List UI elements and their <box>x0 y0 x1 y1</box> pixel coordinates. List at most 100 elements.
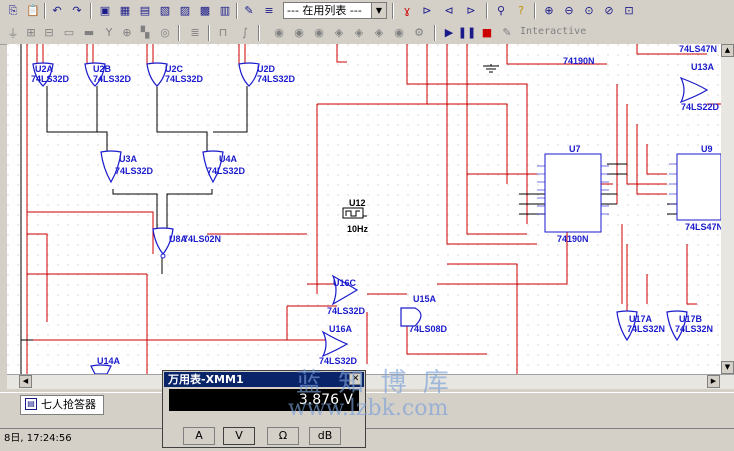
label-u2b-part: 74LS32D <box>93 74 132 84</box>
schematic-labels: U2A 74LS32D U2B 74LS32D U2C 74LS32D U2D … <box>7 44 724 374</box>
multimeter-title-bar[interactable]: 万用表-XMM1 ✕ <box>164 372 364 387</box>
voltmeter-mode-button[interactable]: V <box>223 427 255 445</box>
label-u3a: U3A <box>119 154 138 164</box>
label-u17a: U17A <box>629 314 653 324</box>
toolbar-separator <box>392 3 394 19</box>
measure-icon[interactable]: ⊲ <box>444 4 454 17</box>
indicator-icon[interactable]: ▬ <box>83 26 95 39</box>
run-icon[interactable]: ▶ <box>444 26 454 39</box>
zoom-fit-icon[interactable]: ⊘ <box>604 4 614 17</box>
copy-icon[interactable]: ⎘ <box>8 3 18 17</box>
stop-icon[interactable]: ■ <box>481 26 493 39</box>
multimeter-window[interactable]: 万用表-XMM1 ✕ 3.876 V A V Ω dB <box>162 370 366 448</box>
view-1-icon[interactable]: ▣ <box>99 4 111 17</box>
label-u17b-part: 74LS32N <box>675 324 714 334</box>
view-4-icon[interactable]: ▧ <box>159 4 171 17</box>
analysis-icon[interactable]: ⊳ <box>466 4 476 17</box>
zoom-out-icon[interactable]: ⊖ <box>564 4 574 17</box>
toolbar-separator <box>44 3 46 19</box>
oscilloscope-icon[interactable]: ◈ <box>334 26 344 39</box>
chevron-down-icon[interactable]: ▼ <box>371 3 386 18</box>
ammeter-mode-button[interactable]: A <box>183 427 215 445</box>
wattmeter-icon[interactable]: ◉ <box>314 26 324 39</box>
label-u15a: U15A <box>413 294 437 304</box>
toolbar-separator <box>236 3 238 19</box>
schematic-canvas[interactable]: U2A 74LS32D U2B 74LS32D U2C 74LS32D U2D … <box>7 44 734 374</box>
source-icon[interactable]: ⊞ <box>26 26 36 39</box>
in-use-list-select[interactable]: --- 在用列表 --- ▼ <box>283 2 387 19</box>
subcircuit-icon[interactable]: ∫ <box>242 26 248 39</box>
scroll-up-icon[interactable]: ▲ <box>721 44 734 57</box>
misc-icon[interactable]: ▭ <box>63 26 75 39</box>
label-u16a: U16A <box>329 324 353 334</box>
decibel-mode-button[interactable]: dB <box>309 427 341 445</box>
view-6-icon[interactable]: ▩ <box>199 4 211 17</box>
toolbar-separator <box>534 3 536 19</box>
multimeter-title: 万用表-XMM1 <box>168 373 244 386</box>
bode-plotter-icon[interactable]: ◈ <box>354 26 364 39</box>
power-icon[interactable]: ◎ <box>160 26 170 39</box>
label-u8a: U8A <box>169 234 188 244</box>
zoom-area-icon[interactable]: ⊙ <box>584 4 594 17</box>
view-5-icon[interactable]: ▨ <box>179 4 191 17</box>
label-u7: U7 <box>569 144 581 154</box>
status-text: 8日, 17:24:56 <box>4 433 72 444</box>
full-screen-icon[interactable]: ⊡ <box>624 4 634 17</box>
label-u12-freq: 10Hz <box>347 224 369 234</box>
transistor-icon[interactable]: ▚ <box>140 26 150 39</box>
label-u16a-part: 74LS32D <box>319 356 358 366</box>
close-icon[interactable]: ✕ <box>349 373 362 385</box>
scroll-right-icon[interactable]: ▶ <box>707 375 720 388</box>
pause-icon[interactable]: ❚❚ <box>457 26 477 39</box>
hierarchy-icon[interactable]: ⊓ <box>218 26 228 39</box>
probe-icon[interactable]: ɣ <box>403 4 411 17</box>
gate-icon[interactable]: Y <box>105 26 113 39</box>
label-u17a-part: 74LS32N <box>627 324 666 334</box>
tab-seven-person-quiz[interactable]: ▤ 七人抢答器 <box>20 395 104 415</box>
scroll-left-icon[interactable]: ◀ <box>19 375 32 388</box>
redo-icon[interactable]: ↷ <box>72 4 82 17</box>
word-gen-icon[interactable]: ◉ <box>394 26 404 39</box>
label-u15a-part: 74LS08D <box>409 324 448 334</box>
view-2-icon[interactable]: ▦ <box>119 4 131 17</box>
basic-icon[interactable]: ⊟ <box>44 26 54 39</box>
help-icon[interactable]: ? <box>518 4 524 17</box>
watermark-url: www.lzbk.com <box>288 396 449 421</box>
simulation-mode-label: Interactive <box>520 26 587 37</box>
label-u2d-part: 74LS32D <box>257 74 296 84</box>
label-u17b: U17B <box>679 314 703 324</box>
in-use-list-value: --- 在用列表 --- <box>287 4 362 17</box>
scroll-down-icon[interactable]: ▼ <box>721 361 734 374</box>
zoom-in-icon[interactable]: ⊕ <box>544 4 554 17</box>
label-top-part: 74190N <box>563 56 595 66</box>
label-u9-part: 74LS47N <box>685 222 724 232</box>
function-gen-icon[interactable]: ◉ <box>294 26 304 39</box>
schematic-drawing <box>7 44 721 374</box>
toolbar-separator <box>486 3 488 19</box>
multimeter-icon[interactable]: ◉ <box>274 26 284 39</box>
mixed-icon[interactable]: ⊕ <box>122 26 132 39</box>
undo-icon[interactable]: ↶ <box>52 4 62 17</box>
label-u7-part: 74190N <box>557 234 589 244</box>
label-u12: U12 <box>349 198 366 208</box>
view-3-icon[interactable]: ▤ <box>139 4 151 17</box>
label-top-right-part: 74LS47N <box>679 44 718 54</box>
label-u14a: U14A <box>97 356 121 366</box>
bus-icon[interactable]: ≣ <box>190 26 200 39</box>
instrument-icon[interactable]: ⊳ <box>422 4 432 17</box>
toolbar-separator <box>208 25 210 41</box>
settings-icon[interactable]: ⚙ <box>414 26 424 39</box>
ohmmeter-mode-button[interactable]: Ω <box>267 427 299 445</box>
paste-icon[interactable]: 📋 <box>26 4 40 17</box>
search-icon[interactable]: ⚲ <box>496 4 506 17</box>
annotation-icon[interactable]: ✎ <box>244 4 254 17</box>
view-7-icon[interactable]: ▥ <box>219 4 231 17</box>
component-icon[interactable]: ⏚ <box>7 26 19 40</box>
netlist-icon[interactable]: ≡ <box>264 4 274 17</box>
logic-analyzer-icon[interactable]: ◈ <box>374 26 384 39</box>
main-toolbar: ⎘ 📋 ↶ ↷ ▣ ▦ ▤ ▧ ▨ ▩ ▥ ✎ ≡ --- 在用列表 --- ▼… <box>0 0 734 23</box>
label-u2d: U2D <box>257 64 276 74</box>
label-u16c-part: 74LS32D <box>327 306 366 316</box>
vertical-scrollbar[interactable]: ▲ ▼ <box>721 44 734 374</box>
probe-pen-icon[interactable]: ✎ <box>502 26 512 39</box>
